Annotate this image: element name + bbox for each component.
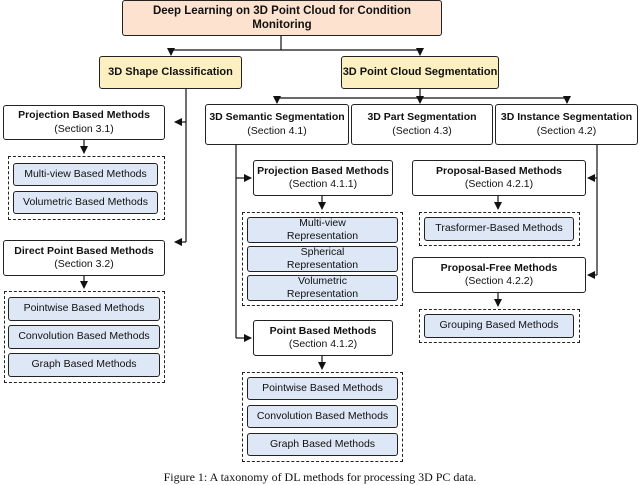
cls-graph-label: Graph Based Methods [31, 358, 137, 371]
instance-segmentation-title: 3D Instance Segmentation [500, 111, 633, 124]
inst-proposal-based-node: Proposal-Based Methods (Section 4.2.1) [412, 160, 586, 196]
sem-projection-title: Projection Based Methods [257, 164, 389, 177]
sem-spherical-leaf: Spherical Representation [247, 246, 398, 272]
inst-proposal-based-group [419, 212, 580, 246]
sem-pointwise-label: Pointwise Based Methods [262, 381, 383, 394]
sem-volumetric-leaf: Volumetric Representation [247, 275, 398, 301]
cls-direct-title: Direct Point Based Methods [14, 244, 154, 257]
cls-multiview-leaf: Multi-view Based Methods [13, 163, 158, 186]
figure-caption: Figure 1: A taxonomy of DL methods for p… [163, 470, 477, 484]
inst-proposal-based-section: (Section 4.2.1) [464, 178, 534, 190]
shape-classification-box: 3D Shape Classification [99, 56, 242, 89]
sem-point-title: Point Based Methods [269, 324, 377, 337]
sem-projection-section: (Section 4.1.1) [288, 178, 358, 190]
inst-proposal-free-title: Proposal-Free Methods [440, 261, 558, 274]
sem-point-group [242, 372, 403, 462]
inst-transformer-label: Trasformer-Based Methods [435, 222, 563, 235]
sem-projection-node: Projection Based Methods (Section 4.1.1) [253, 160, 393, 196]
inst-proposal-free-section: (Section 4.2.2) [464, 275, 534, 287]
inst-transformer-leaf: Trasformer-Based Methods [424, 217, 574, 241]
sem-convolution-leaf: Convolution Based Methods [247, 405, 398, 428]
cls-convolution-leaf: Convolution Based Methods [8, 325, 160, 349]
cls-volumetric-leaf: Volumetric Based Methods [13, 191, 158, 214]
cls-volumetric-label: Volumetric Based Methods [23, 195, 148, 208]
instance-segmentation-node: 3D Instance Segmentation (Section 4.2) [495, 104, 638, 145]
inst-proposal-free-group [419, 309, 580, 343]
part-segmentation-title: 3D Part Segmentation [367, 111, 477, 124]
part-segmentation-section: (Section 4.3) [392, 124, 452, 137]
sem-graph-label: Graph Based Methods [269, 437, 376, 450]
sem-pointwise-leaf: Pointwise Based Methods [247, 377, 398, 400]
cls-pointwise-label: Pointwise Based Methods [23, 302, 145, 315]
sem-point-node: Point Based Methods (Section 4.1.2) [253, 320, 393, 356]
inst-proposal-free-node: Proposal-Free Methods (Section 4.2.2) [412, 257, 586, 293]
semantic-segmentation-node: 3D Semantic Segmentation (Section 4.1) [205, 104, 349, 145]
semantic-segmentation-section: (Section 4.1) [247, 124, 307, 137]
cls-projection-section: (Section 3.1) [54, 122, 114, 135]
point-cloud-segmentation-label: 3D Point Cloud Segmentation [342, 65, 498, 78]
cls-convolution-label: Convolution Based Methods [18, 330, 150, 343]
sem-volumetric-label: Volumetric Representation [286, 274, 359, 300]
cls-projection-node: Projection Based Methods (Section 3.1) [3, 105, 165, 140]
sem-point-section: (Section 4.1.2) [288, 338, 358, 350]
inst-grouping-label: Grouping Based Methods [439, 319, 559, 332]
inst-grouping-leaf: Grouping Based Methods [424, 314, 574, 338]
inst-proposal-based-title: Proposal-Based Methods [435, 164, 563, 177]
root-title: Deep Learning on 3D Point Cloud for Cond… [152, 4, 412, 31]
sem-multiview-label: Multi-view Representation [286, 216, 359, 242]
cls-direct-group [4, 291, 165, 383]
part-segmentation-node: 3D Part Segmentation (Section 4.3) [351, 104, 493, 145]
sem-convolution-label: Convolution Based Methods [256, 409, 389, 422]
sem-graph-leaf: Graph Based Methods [247, 433, 398, 456]
sem-spherical-label: Spherical Representation [286, 245, 359, 271]
cls-graph-leaf: Graph Based Methods [8, 353, 160, 377]
cls-projection-group [8, 156, 165, 220]
sem-multiview-leaf: Multi-view Representation [247, 217, 398, 243]
semantic-segmentation-title: 3D Semantic Segmentation [209, 111, 345, 124]
cls-direct-node: Direct Point Based Methods (Section 3.2) [3, 240, 165, 276]
instance-segmentation-section: (Section 4.2) [536, 124, 597, 137]
cls-pointwise-leaf: Pointwise Based Methods [8, 297, 160, 321]
cls-multiview-label: Multi-view Based Methods [24, 167, 147, 180]
sem-projection-group [242, 212, 403, 306]
cls-direct-section: (Section 3.2) [54, 258, 114, 270]
cls-projection-title: Projection Based Methods [18, 109, 150, 122]
root-title-box: Deep Learning on 3D Point Cloud for Cond… [122, 0, 442, 36]
point-cloud-segmentation-box: 3D Point Cloud Segmentation [341, 56, 499, 89]
shape-classification-label: 3D Shape Classification [108, 65, 233, 78]
